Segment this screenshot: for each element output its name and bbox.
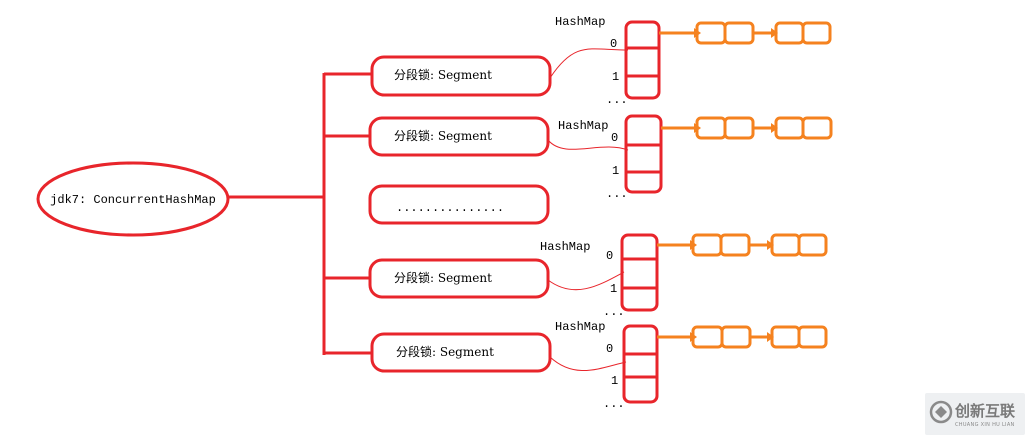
segment-label: 分段锁: Segment — [394, 270, 492, 285]
root-label: jdk7: ConcurrentHashMap — [50, 193, 216, 207]
bucket-index: 1 — [610, 282, 617, 296]
linked-list — [657, 325, 828, 349]
hashmap-table: HashMap 0 1 ... — [555, 15, 661, 107]
watermark-logo-icon — [929, 400, 953, 424]
segment-label: 分段锁: Segment — [394, 128, 492, 143]
bucket-index: 1 — [612, 164, 619, 178]
bucket-ellipsis: ... — [603, 397, 625, 411]
bucket-index: 0 — [606, 249, 613, 263]
bucket-index: 0 — [610, 37, 617, 51]
watermark: 创新互联 CHUANG XIN HU LIAN — [925, 393, 1025, 435]
hashmap-table: HashMap 0 1 ... — [558, 114, 663, 201]
segment-label: 分段锁: Segment — [396, 344, 494, 359]
linked-list — [657, 233, 828, 257]
linked-list — [659, 21, 832, 45]
segment-node: 分段锁: Segment — [370, 55, 552, 97]
segment-label: 分段锁: Segment — [394, 67, 492, 82]
segment-placeholder-label: ............... — [396, 201, 504, 215]
watermark-brand: 创新互联 — [954, 402, 1016, 420]
hashmap-label: HashMap — [555, 320, 605, 334]
bucket-index: 0 — [606, 342, 613, 356]
root-node: jdk7: ConcurrentHashMap — [36, 161, 230, 237]
segment-node: 分段锁: Segment — [368, 116, 550, 157]
linked-list — [661, 116, 833, 140]
segment-node: 分段锁: Segment — [368, 258, 550, 299]
bucket-index: 0 — [611, 131, 618, 145]
hashmap-label: HashMap — [540, 240, 590, 254]
segment-hashmap-connectors — [547, 48, 629, 371]
bucket-ellipsis: ... — [606, 187, 628, 201]
hashmap-label: HashMap — [555, 15, 605, 29]
hashmap-table: HashMap 0 1 ... — [540, 233, 659, 319]
watermark-sub: CHUANG XIN HU LIAN — [955, 422, 1015, 428]
trunk-connectors — [228, 72, 372, 355]
bucket-index: 1 — [612, 70, 619, 84]
segment-node: 分段锁: Segment — [370, 332, 552, 373]
hashmap-table: HashMap 0 1 ... — [555, 320, 659, 411]
bucket-ellipsis: ... — [603, 305, 625, 319]
hashmap-label: HashMap — [558, 119, 608, 133]
bucket-ellipsis: ... — [606, 93, 628, 107]
segment-placeholder-node: ............... — [368, 184, 550, 225]
bucket-index: 1 — [611, 374, 618, 388]
